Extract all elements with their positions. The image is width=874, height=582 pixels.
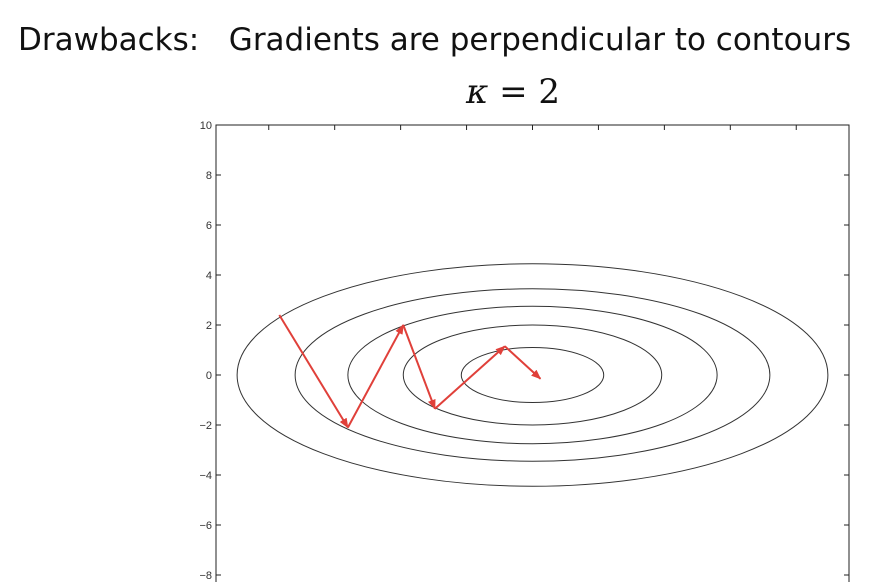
kappa-value: 2 — [538, 72, 561, 112]
kappa-equals: = — [488, 72, 539, 112]
gradient-step-arrow — [278, 314, 349, 429]
y-tick-label: 0 — [206, 370, 212, 382]
gradient-descent-path — [278, 314, 542, 429]
contour-ellipse — [460, 347, 605, 403]
y-tick-label: 10 — [200, 120, 212, 132]
plot-frame — [215, 124, 850, 582]
y-tick-label: −2 — [199, 420, 212, 432]
contour-ellipse — [294, 288, 771, 462]
contour-ellipse — [347, 305, 718, 445]
gradient-step-arrow — [504, 345, 542, 380]
y-tick-label: −4 — [199, 470, 212, 482]
contour-ellipse — [402, 324, 663, 426]
gradient-step-arrow — [402, 324, 436, 410]
contour-lines — [236, 263, 829, 487]
slide-title: Drawbacks: Gradients are perpendicular t… — [18, 22, 852, 58]
contour-ellipse — [236, 263, 829, 487]
y-tick-label: 4 — [206, 270, 212, 282]
kappa-symbol: κ — [466, 72, 489, 112]
y-tick-label: 2 — [206, 320, 212, 332]
chart-title-kappa: κ = 2 — [466, 72, 560, 112]
y-tick-label: 6 — [206, 220, 212, 232]
axes: 10 8 6 4 2 0 −2 −4 −6 −8 — [199, 120, 850, 582]
y-tick-label: −6 — [199, 520, 212, 532]
y-tick-label: 8 — [206, 170, 212, 182]
gradient-step-arrow — [434, 345, 506, 410]
y-tick-label: −8 — [199, 570, 212, 582]
gradient-step-arrow — [346, 324, 405, 428]
